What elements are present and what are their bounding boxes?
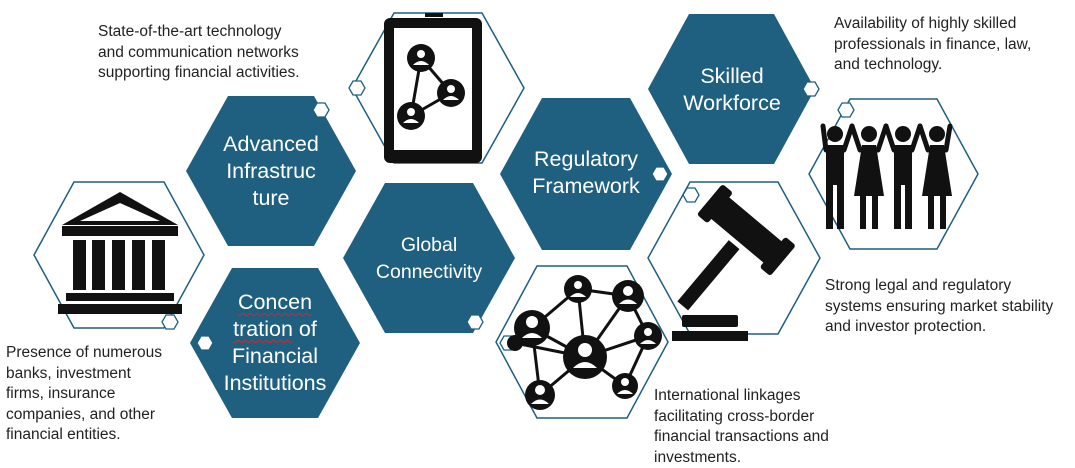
- label-line: Financial: [231, 344, 319, 368]
- label-line: Framework: [532, 174, 640, 198]
- hex-concentration: [190, 268, 360, 418]
- description-regulatory: Strong legal and regulatory systems ensu…: [825, 277, 1054, 335]
- label-line: Institutions: [223, 371, 327, 395]
- description-institutions: Presence of numerous banks, investment f…: [6, 344, 162, 443]
- bank-icon: [58, 192, 182, 314]
- label-line: ture: [252, 186, 290, 210]
- label-line: Regulatory: [534, 147, 638, 171]
- people-network-icon: [507, 275, 662, 410]
- label-line: Concen: [237, 290, 313, 314]
- description-workforce: Availability of highly skilled professio…: [834, 15, 1032, 73]
- description-infrastructure: State-of-the-art technology and communic…: [98, 23, 300, 81]
- hex-global-connectivity: [343, 183, 515, 333]
- label-line: Connectivity: [375, 261, 483, 283]
- label-line: of: [292, 317, 317, 341]
- people-group-icon: [820, 123, 953, 229]
- small-hex-connectors: [161, 80, 855, 351]
- description-connectivity: International linkages facilitating cros…: [654, 387, 829, 466]
- gavel-icon: [672, 185, 795, 341]
- label-line: Workforce: [683, 91, 781, 115]
- label-line: Infrastruc: [226, 159, 316, 183]
- label-line: Skilled: [700, 64, 764, 88]
- hex-advanced-infrastructure: [186, 96, 356, 246]
- hex-skilled-workforce: [648, 14, 815, 164]
- hex-regulatory-framework: [500, 98, 672, 250]
- label-line: Global: [400, 234, 458, 256]
- label-line: Advanced: [223, 132, 319, 156]
- tablet-network-icon: [384, 13, 482, 163]
- label-line: tration: [233, 317, 293, 341]
